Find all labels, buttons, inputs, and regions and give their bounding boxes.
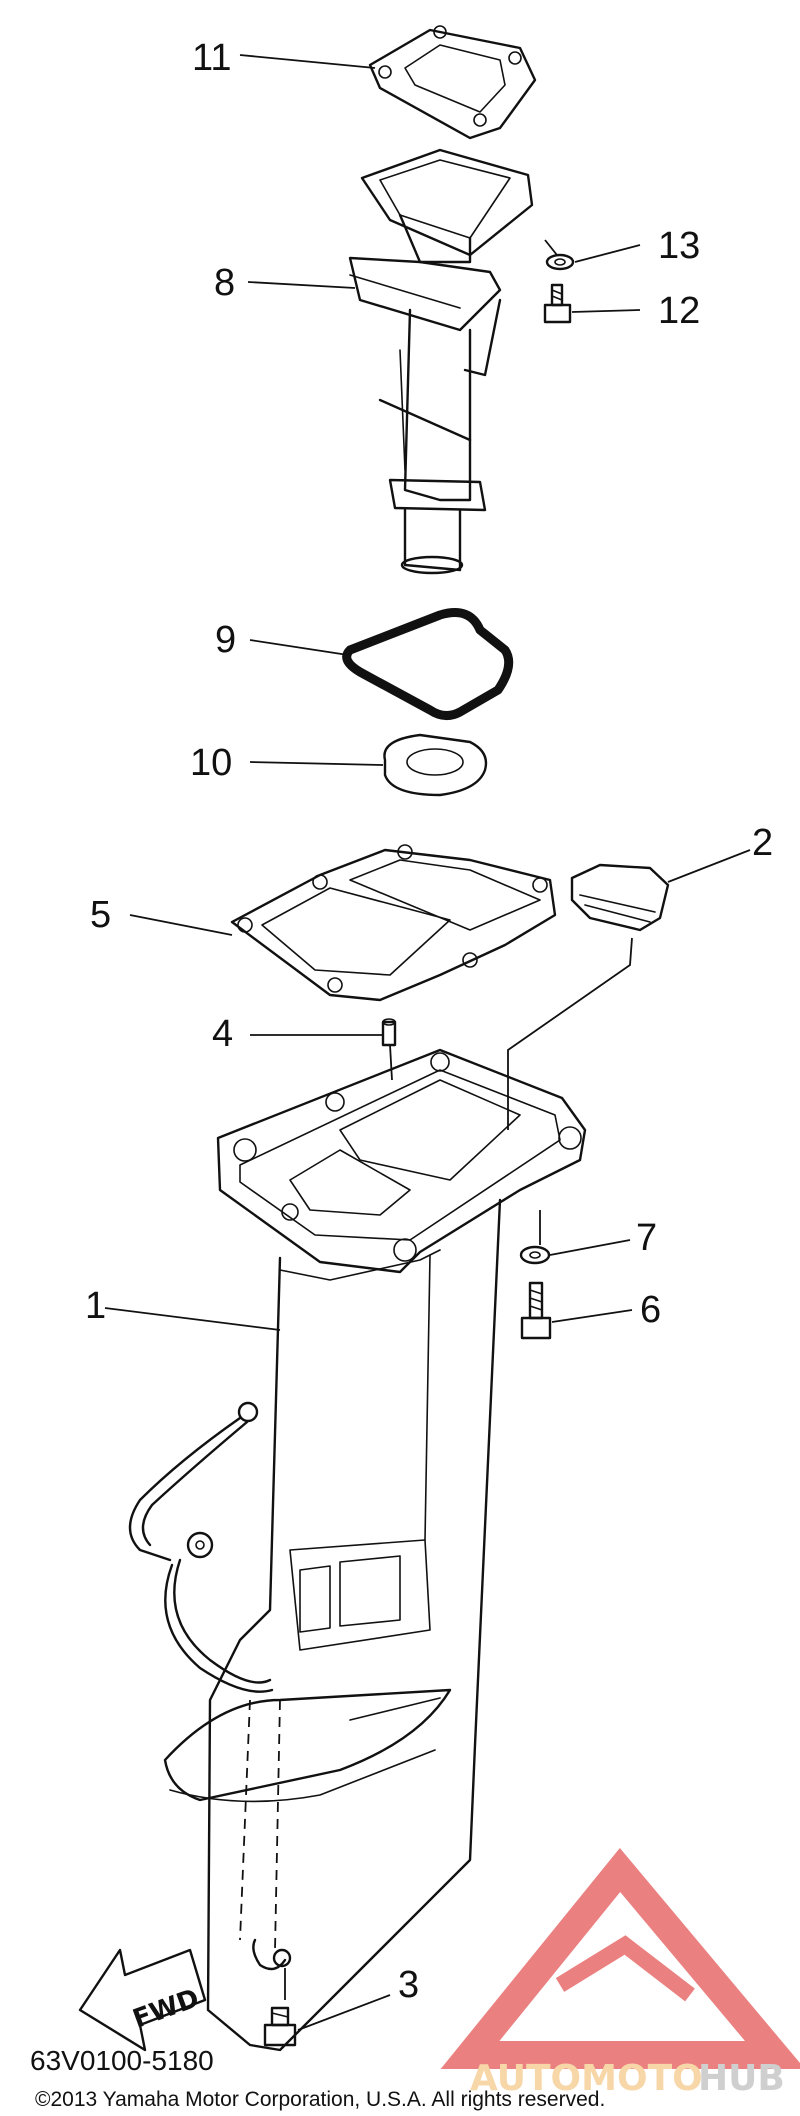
- callout-10: 10: [190, 742, 232, 784]
- callout-5: 5: [90, 894, 111, 936]
- part-6-bolt: [520, 1281, 552, 1340]
- part-4-dowel-pin: [381, 1018, 397, 1047]
- part-11-gasket: [368, 25, 537, 140]
- leader-lines: [104, 54, 751, 2031]
- part-7-washer: [519, 1245, 551, 1265]
- part-10-collar: [383, 733, 488, 797]
- callout-1: 1: [85, 1285, 106, 1327]
- callout-11: 11: [192, 37, 231, 79]
- watermark-auto: AUTOMOTO: [470, 2058, 703, 2099]
- copyright-notice: ©2013 Yamaha Motor Corporation, U.S.A. A…: [35, 2088, 605, 2111]
- part-8-exhaust-guide: [348, 148, 534, 575]
- automotohub-watermark: AUTOMOTO HUB: [440, 1847, 800, 2099]
- callout-8: 8: [214, 262, 235, 304]
- part-1-upper-casing: [163, 1048, 587, 2052]
- callout-6: 6: [640, 1289, 661, 1331]
- callout-9: 9: [215, 619, 236, 661]
- callout-numbers: 11 13 8 12 9 10 2 5 4 7 6 1 3: [85, 37, 773, 2006]
- callout-13: 13: [658, 225, 700, 267]
- fwd-label: FWD: [129, 1983, 203, 2034]
- callout-3: 3: [398, 1964, 419, 2006]
- part-13-washer: [545, 253, 575, 271]
- ground-wire-lead: [128, 1401, 292, 1971]
- part-12-bolt: [543, 283, 572, 324]
- watermark-hub: HUB: [698, 2058, 785, 2099]
- callout-4: 4: [212, 1013, 233, 1055]
- part-9-seal: [342, 608, 514, 720]
- part-code: 63V0100-5180: [30, 2045, 214, 2076]
- part-3-bolt: [263, 2006, 297, 2047]
- part-2-cover: [570, 863, 670, 932]
- callout-2: 2: [752, 822, 773, 864]
- callout-12: 12: [658, 290, 700, 332]
- part-5-gasket: [230, 844, 557, 1002]
- fwd-arrow-icon: FWD: [78, 1948, 207, 2052]
- callout-7: 7: [636, 1217, 657, 1259]
